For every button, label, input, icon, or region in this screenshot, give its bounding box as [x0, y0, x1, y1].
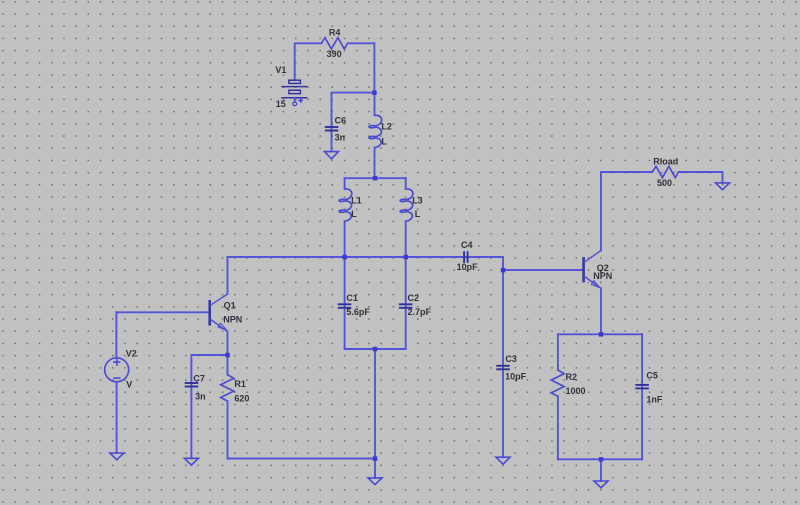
- svg-text:620: 620: [234, 393, 249, 403]
- svg-text:Q1: Q1: [224, 301, 236, 311]
- svg-text:390: 390: [327, 49, 342, 59]
- svg-text:V: V: [126, 380, 132, 390]
- svg-text:V2: V2: [126, 349, 137, 359]
- svg-text:10pF: 10pF: [457, 262, 479, 272]
- svg-text:C2: C2: [408, 293, 420, 303]
- svg-text:L1: L1: [351, 195, 362, 205]
- svg-text:R4: R4: [329, 28, 341, 38]
- svg-text:1nF: 1nF: [646, 394, 663, 404]
- svg-text:1000: 1000: [566, 386, 586, 396]
- svg-text:V1: V1: [275, 65, 286, 75]
- svg-text:C5: C5: [646, 371, 658, 381]
- svg-text:Q2: Q2: [597, 263, 609, 273]
- svg-text:L2: L2: [381, 121, 392, 131]
- svg-text:3n: 3n: [195, 392, 206, 402]
- svg-text:L: L: [415, 209, 421, 219]
- svg-text:L: L: [351, 209, 357, 219]
- svg-text:15: 15: [276, 99, 286, 109]
- svg-text:2.7pF: 2.7pF: [408, 307, 432, 317]
- svg-text:NPN: NPN: [593, 271, 612, 281]
- svg-text:C3: C3: [505, 354, 517, 364]
- svg-text:NPN: NPN: [223, 315, 242, 325]
- svg-text:Rload: Rload: [653, 157, 678, 167]
- svg-text:5.6pF: 5.6pF: [346, 307, 370, 317]
- svg-text:R1: R1: [234, 379, 246, 389]
- svg-text:R2: R2: [566, 372, 578, 382]
- svg-text:500: 500: [657, 178, 672, 188]
- svg-text:L3: L3: [412, 195, 423, 205]
- svg-text:L: L: [381, 136, 387, 146]
- svg-text:C6: C6: [335, 115, 347, 125]
- svg-text:C4: C4: [461, 240, 473, 250]
- svg-text:3n: 3n: [335, 132, 346, 142]
- svg-text:10pF: 10pF: [505, 372, 527, 382]
- svg-text:C7: C7: [193, 374, 205, 384]
- svg-text:C1: C1: [346, 293, 358, 303]
